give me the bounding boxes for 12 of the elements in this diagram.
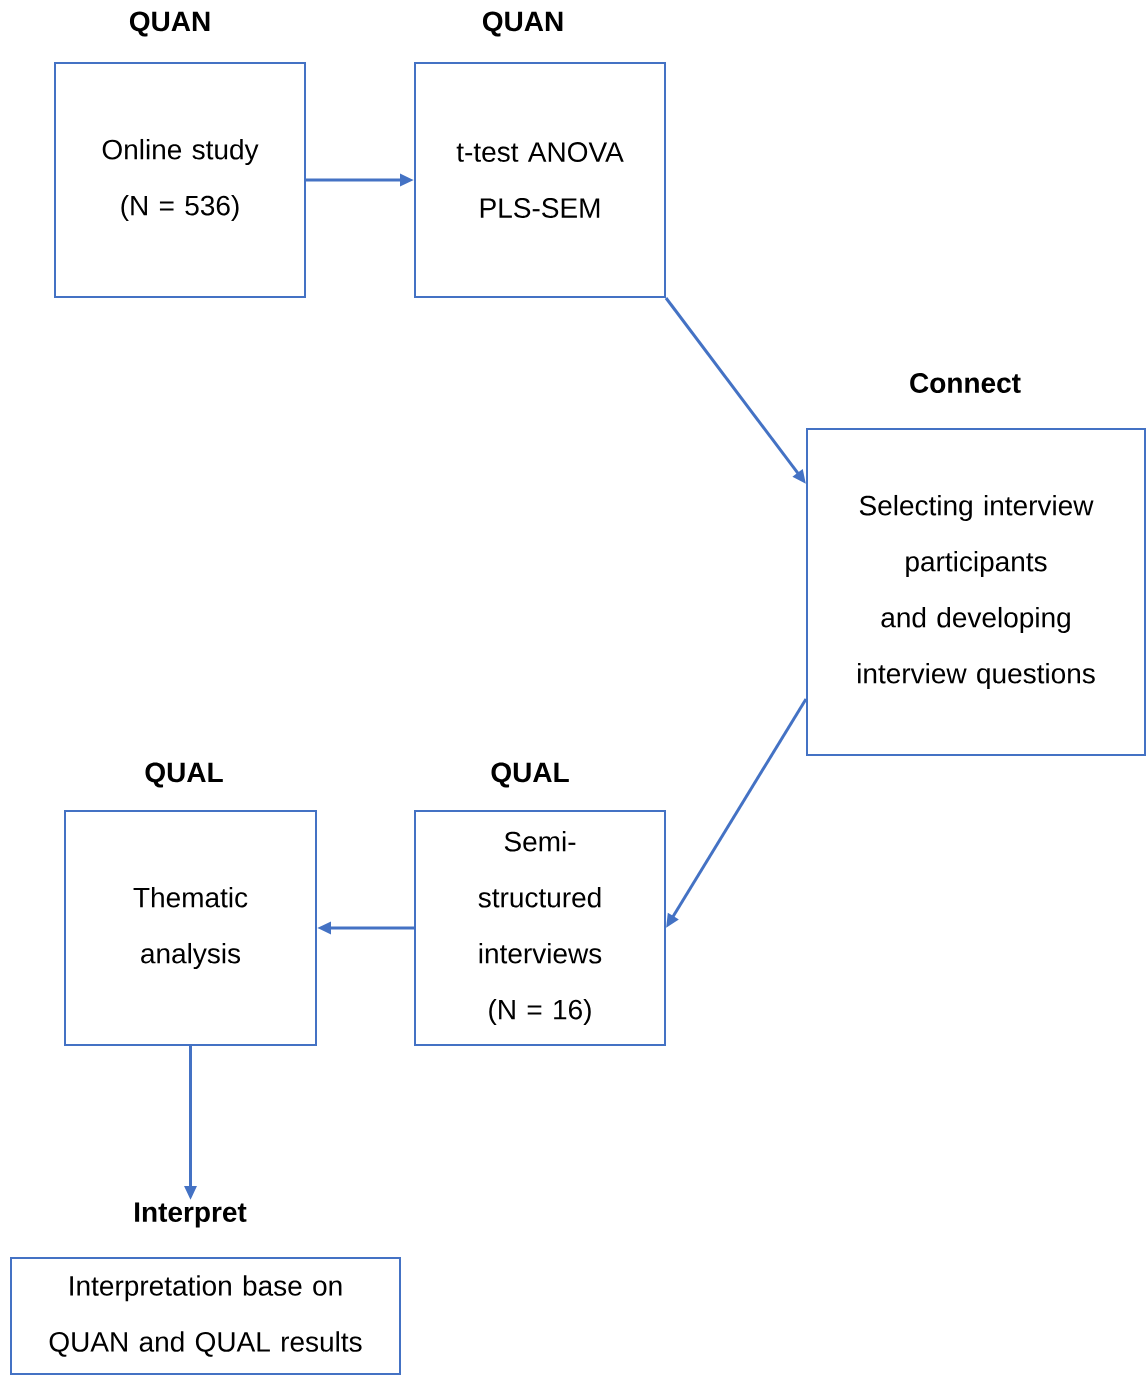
heading: Interpret [135,1202,247,1228]
process-box: t-test ANOVA PLS-SEM [414,62,666,298]
process-box: Interpretation base on QUAN and QUAL results [10,1257,401,1375]
process-box: Semi-structured interviews (N = 16) [414,810,666,1046]
heading: QUAN [129,11,210,37]
process-box: Thematic analysis [64,810,317,1046]
heading: QUAL [491,762,569,788]
heading: Connect [910,373,1021,393]
heading: QUAL [145,762,223,788]
process-box: Selecting interview participants and developing interview questions [806,428,1146,756]
process-box: Online study (N = 536) [54,62,306,298]
heading: QUAN [482,11,563,37]
